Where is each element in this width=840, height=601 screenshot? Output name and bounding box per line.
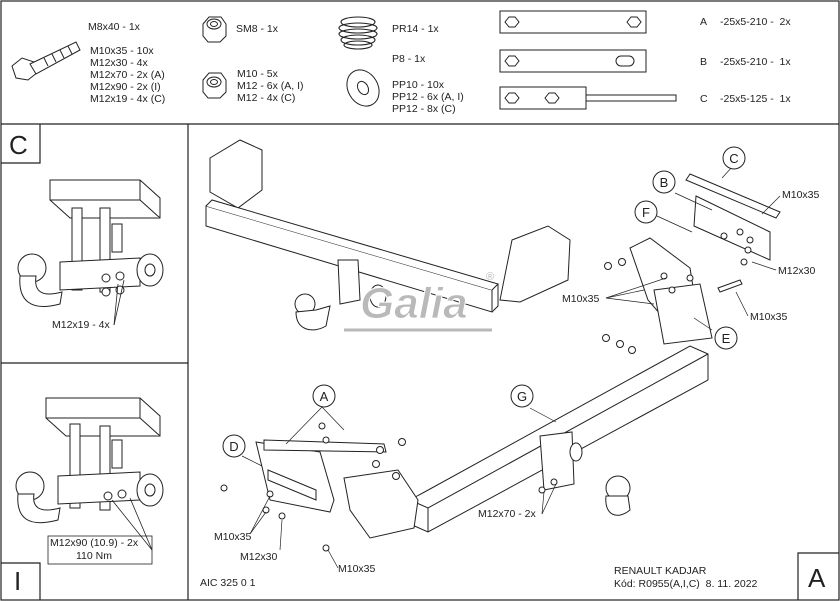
washer-icon [346, 69, 380, 107]
registered-mark: ® [486, 271, 494, 283]
bolt-label: M10x35 [562, 293, 600, 305]
plate-a-spec: -25x5-210 - 2x [720, 16, 791, 28]
plate-c-spec: -25x5-125 - 1x [720, 93, 791, 105]
washer-pp12-c-label: PP12 - 8x (C) [392, 103, 456, 115]
callout-circle [634, 200, 658, 224]
right-hardware [602, 228, 754, 354]
bolt-label: M12x30 [778, 265, 816, 277]
callout-letter: G [517, 389, 527, 404]
bolt-m12x70-label: M12x70 - 2x (A) [90, 69, 165, 81]
panel-i-callout-box [47, 497, 153, 565]
upper-assembly [205, 139, 571, 331]
callout-letter: B [660, 175, 669, 190]
bolt-m10x35-label: M10x35 - 10x [90, 45, 154, 57]
bolt-label: M12x70 - 2x [478, 508, 537, 520]
bolt-label: M10x35 [782, 189, 820, 201]
nut-m12-ai-label: M12 - 6x (A, I) [237, 80, 304, 92]
callout-circle [722, 146, 746, 170]
panel-i-callout-line2: 110 Nm [76, 550, 112, 562]
callout-letter: C [729, 151, 738, 166]
vehicle-name: RENAULT KADJAR [614, 565, 707, 577]
callout-letter: A [320, 389, 329, 404]
plate-b-letter: B [700, 56, 708, 68]
logo-text: Galia [360, 279, 468, 328]
drawing-number: AIC 325 0 1 [200, 577, 256, 589]
callout-letter: D [229, 439, 238, 454]
nut-sm8-icon [202, 16, 227, 43]
bolt-m12x19-label: M12x19 - 4x (C) [90, 93, 166, 105]
galia-logo: Galia ® [344, 271, 494, 332]
plate-b-spec: -25x5-210 - 1x [720, 56, 791, 68]
callout-circle [510, 384, 534, 408]
nut-sm8-label: SM8 - 1x [236, 23, 279, 35]
panel-i-label: I [14, 566, 22, 596]
circle-callout-letters: C B F E A D G [229, 151, 738, 454]
nut-m10-label: M10 - 5x [237, 68, 278, 80]
sheet-corner-label: A [808, 563, 826, 593]
leader-lines [241, 165, 781, 569]
plate-icons [499, 10, 677, 110]
lower-hardware [220, 422, 558, 552]
bolt-label: M10x35 [338, 563, 376, 575]
spring-icon [338, 16, 378, 50]
lower-assembly [255, 345, 709, 539]
nut-m10-icon [202, 72, 227, 99]
washer-pp10-label: PP10 - 10x [392, 79, 444, 91]
callout-circle [312, 384, 336, 408]
nut-m12-c-label: M12 - 4x (C) [237, 92, 296, 104]
panel-c-leader [113, 279, 125, 326]
bolt-m12x90-label: M12x90 - 2x (I) [90, 81, 161, 93]
bolt-m12x30-label: M12x30 - 4x [90, 57, 148, 69]
bolt-label: M12x30 [240, 551, 278, 563]
bolt-label: M10x35 [214, 531, 252, 543]
drawing-code: Kód: R0955(A,I,C) 8. 11. 2022 [614, 578, 758, 590]
plate-c-letter: C [700, 93, 708, 105]
bolt-labels: M10x35 M12x30 M10x35 M10x35 M10x35 M12x3… [214, 189, 820, 575]
washer-p8-label: P8 - 1x [392, 53, 426, 65]
right-brackets [629, 173, 781, 345]
callout-circle [714, 326, 738, 350]
panel-c-callout: M12x19 - 4x [52, 319, 110, 331]
plate-a-letter: A [700, 16, 708, 28]
callout-letter: F [642, 205, 650, 220]
callout-circle [652, 170, 676, 194]
bolt-label: M10x35 [750, 311, 788, 323]
callout-letter: E [722, 331, 731, 346]
panel-i-drawing [15, 397, 164, 524]
panel-c-drawing [17, 179, 164, 307]
spring-label: PR14 - 1x [392, 23, 439, 35]
panel-i-callout-line1: M12x90 (10.9) - 2x [50, 537, 139, 549]
panel-c-label: C [9, 130, 28, 160]
circle-callouts [222, 146, 746, 458]
callout-circle [222, 434, 246, 458]
bolt-m8x40-label: M8x40 - 1x [88, 21, 140, 33]
bolt-icon [11, 41, 81, 81]
washer-pp12-ai-label: PP12 - 6x (A, I) [392, 91, 464, 103]
